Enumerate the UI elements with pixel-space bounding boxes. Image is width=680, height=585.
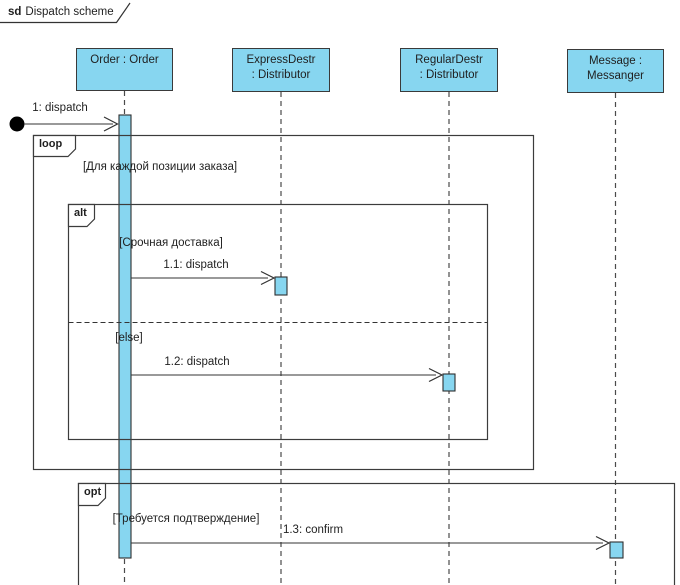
message-1-1-arrowhead-icon (260, 270, 276, 286)
message-1-2-label: 1.2: dispatch (164, 356, 230, 368)
message-1-3-label: 1.3: confirm (282, 524, 344, 536)
frame-tab-outline (0, 2, 131, 24)
found-message-dot[interactable] (9, 116, 25, 132)
message-1-2-arrowhead-icon (428, 367, 444, 383)
alt-guard-else: [else] (115, 332, 143, 344)
message-1-3-arrowhead-icon (595, 535, 611, 551)
message-1-1-label: 1.1: dispatch (163, 259, 229, 271)
opt-fragment-border[interactable] (77, 482, 676, 585)
lifeline-label-2: : Distributor (419, 69, 479, 81)
message-1-arrowhead-icon (103, 116, 119, 132)
loop-operator-label: loop (39, 138, 63, 150)
opt-operator-label: opt (84, 486, 102, 498)
lifeline-label: Message : (588, 55, 643, 67)
lifeline-head-messanger[interactable]: Message : Messanger (567, 49, 664, 93)
lifeline-label-2: Messanger (587, 70, 644, 82)
activation-express-destr[interactable] (274, 276, 288, 296)
opt-fragment-tab[interactable] (77, 482, 107, 507)
lifeline-label: Order : Order (90, 54, 159, 66)
lifeline-head-order[interactable]: Order : Order (76, 48, 173, 91)
lifeline-label-2: : Distributor (251, 69, 311, 81)
alt-fragment-tab[interactable] (67, 203, 96, 228)
activation-regular-destr[interactable] (442, 373, 456, 392)
frame-name: Dispatch scheme (25, 6, 114, 18)
loop-guard: [Для каждой позиции заказа] (82, 161, 238, 173)
alt-guard-main: [Срочная доставка] (119, 237, 223, 249)
lifeline-head-regular-destr[interactable]: RegularDestr : Distributor (400, 48, 498, 92)
lifeline-head-express-destr[interactable]: ExpressDestr : Distributor (232, 48, 330, 92)
opt-guard: [Требуется подтверждение] (112, 513, 260, 525)
lifeline-label: RegularDestr (415, 54, 483, 66)
activation-messanger[interactable] (609, 541, 624, 559)
activation-order[interactable] (118, 114, 132, 559)
frame-keyword: sd (8, 6, 22, 18)
lifeline-label: ExpressDestr (246, 54, 316, 66)
loop-fragment-border[interactable] (32, 134, 535, 471)
message-1-label: 1: dispatch (32, 102, 88, 114)
alt-operator-label: alt (74, 207, 87, 219)
loop-fragment-tab[interactable] (32, 134, 77, 158)
